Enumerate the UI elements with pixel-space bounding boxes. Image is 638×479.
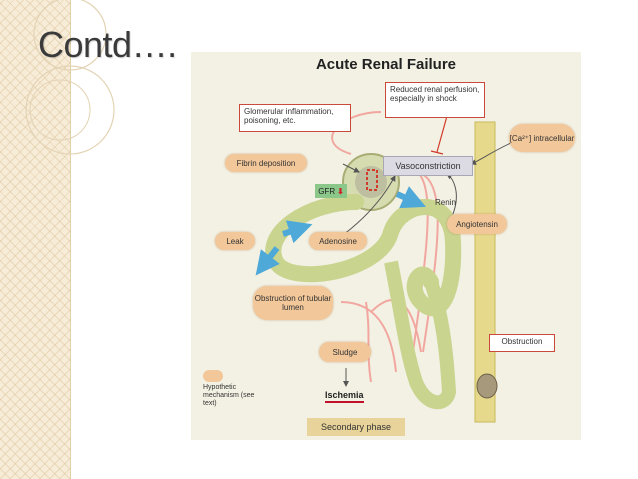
gfr-label: GFR xyxy=(318,186,336,196)
obstruction-box: Obstruction xyxy=(489,334,555,352)
legend-swatch xyxy=(203,370,223,382)
figure-title: Acute Renal Failure xyxy=(315,56,457,73)
secondary-phase-bar: Secondary phase xyxy=(307,418,405,436)
slide-title: Contd…. xyxy=(38,24,177,65)
sludge-pill: Sludge xyxy=(319,342,371,362)
vasoconstriction-box: Vasoconstriction xyxy=(383,156,473,176)
ischemia-label: Ischemia xyxy=(325,390,364,403)
fibrin-deposition-pill: Fibrin deposition xyxy=(225,154,307,172)
calcium-pill: [Ca²⁺] intracellular xyxy=(509,124,575,152)
diagram-artwork xyxy=(255,111,514,423)
down-arrow-icon: ⬇ xyxy=(337,186,344,196)
leak-pill: Leak xyxy=(215,232,255,250)
glomerular-inflammation-box: Glomerular inflammation, poisoning, etc. xyxy=(239,104,351,132)
reduced-perfusion-box: Reduced renal perfusion, especially in s… xyxy=(385,82,485,118)
tubular-obstruction-pill: Obstruction of tubular lumen xyxy=(253,286,333,320)
renal-failure-figure: Acute Renal Failure Reduced renal perfus… xyxy=(191,52,581,440)
renin-label: Renin xyxy=(435,198,456,207)
adenosine-pill: Adenosine xyxy=(309,232,367,250)
legend-text: Hypothetic mechanism (see text) xyxy=(203,384,255,407)
gfr-box: GFR⬇ xyxy=(315,184,347,198)
decorative-circles xyxy=(25,0,115,155)
angiotensin-pill: Angiotensin xyxy=(447,214,507,234)
